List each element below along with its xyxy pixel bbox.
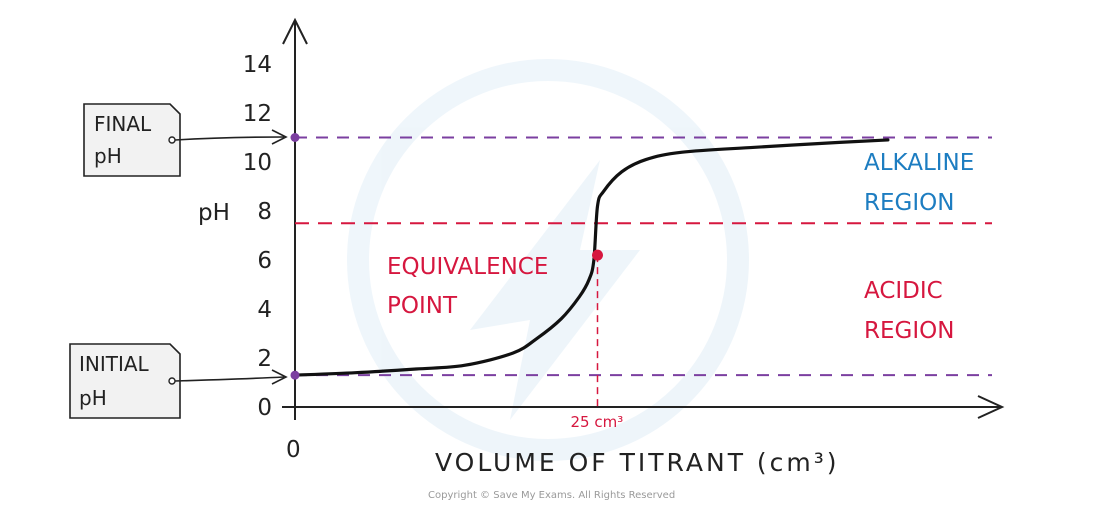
titration-curve [293, 138, 890, 377]
y-tick-label: 14 [243, 52, 272, 78]
final-callout-line2: pH [94, 144, 122, 168]
initial-ph-callout: INITIAL pH [69, 343, 288, 419]
initial-callout-line1: INITIAL [79, 352, 150, 376]
y-tick-label: 10 [243, 150, 272, 176]
final-ph-marker [290, 133, 300, 142]
y-axis-arrow [282, 17, 308, 45]
copyright-text: Copyright © Save My Exams. All Rights Re… [428, 490, 675, 501]
x-axis-arrow [977, 395, 1005, 419]
equivalence-point-marker [592, 249, 603, 261]
initial-ph-marker [290, 370, 300, 380]
y-axis-label: pH [198, 200, 230, 226]
final-callout-line1: FINAL [94, 112, 152, 136]
y-tick-label: 2 [257, 346, 272, 372]
y-tick-label: 0 [257, 395, 272, 421]
equivalence-label-line1: EQUIVALENCE [387, 254, 548, 280]
acidic-label-line1: ACIDIC [864, 278, 943, 304]
acidic-label-line2: REGION [864, 318, 954, 344]
equivalence-volume-label: 25 cm³ [571, 413, 624, 431]
final-ph-callout: FINAL pH [83, 103, 288, 177]
initial-callout-line2: pH [79, 386, 107, 410]
alkaline-label-line1: ALKALINE [864, 150, 974, 176]
equivalence-label-line2: POINT [387, 293, 458, 319]
x-axis-label: VOLUME OF TITRANT (cm³) [435, 448, 840, 477]
y-tick-label: 8 [257, 199, 272, 225]
watermark-logo [347, 59, 749, 461]
x-tick-zero: 0 [286, 437, 301, 463]
y-tick-label: 12 [243, 101, 272, 127]
alkaline-label-line2: REGION [864, 190, 954, 216]
y-tick-labels: 0 2 4 6 8 10 12 14 [243, 52, 272, 421]
y-tick-label: 4 [257, 297, 272, 323]
y-tick-label: 6 [257, 248, 272, 274]
